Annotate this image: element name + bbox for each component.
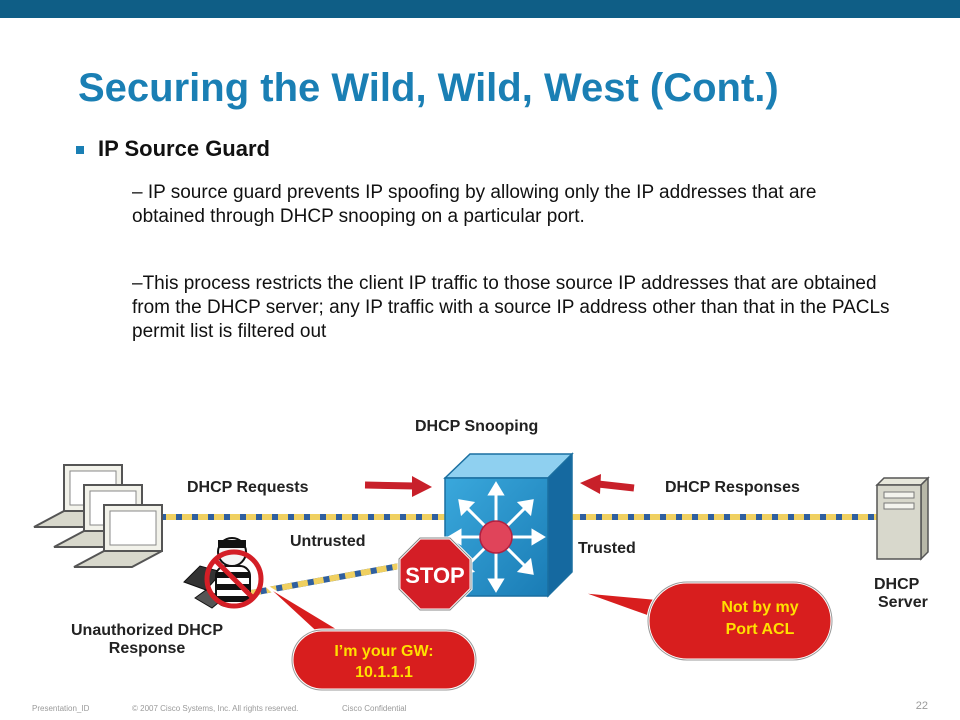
callout-gw-line1: I’m your GW:: [334, 643, 433, 660]
callout-acl-line1: Not by my: [721, 599, 798, 616]
unauthorized-response-label: Unauthorized DHCP Response: [40, 622, 254, 658]
stop-sign-text: STOP: [405, 563, 465, 588]
untrusted-label: Untrusted: [290, 533, 366, 550]
dhcp-responses-label: DHCP Responses: [665, 479, 800, 496]
dhcp-server-label: DHCP Server: [862, 576, 942, 612]
stop-sign-icon: STOP: [397, 536, 473, 612]
callout-acl: Not by my Port ACL: [579, 580, 834, 662]
server-icon: [875, 476, 930, 561]
laptop-icon: [33, 464, 163, 568]
rogue-attacker-icon: [183, 537, 264, 609]
link-rogue-switch: [234, 562, 406, 599]
footer-presentation-id: Presentation_ID: [32, 704, 90, 713]
top-banner: [0, 0, 960, 18]
trusted-label: Trusted: [578, 540, 636, 557]
paragraph-2: –This process restricts the client IP tr…: [132, 273, 890, 342]
dhcp-server-label-line2: Server: [878, 594, 928, 611]
footer-confidential: Cisco Confidential: [342, 704, 407, 713]
callout-acl-line2: Port ACL: [726, 621, 795, 638]
bullet-heading: IP Source Guard: [98, 136, 270, 161]
slide-title: Securing the Wild, Wild, West (Cont.): [78, 66, 779, 110]
callout-gw-line2: 10.1.1.1: [355, 664, 413, 681]
arrow-right-icon: [364, 476, 432, 497]
unauthorized-label-line2: Response: [108, 640, 186, 657]
footer-copyright: © 2007 Cisco Systems, Inc. All rights re…: [132, 704, 299, 713]
dhcp-requests-label: DHCP Requests: [187, 479, 309, 496]
dhcp-snooping-label: DHCP Snooping: [415, 418, 539, 435]
callout-gw: I’m your GW: 10.1.1.1: [264, 584, 478, 692]
arrow-left-icon: [580, 474, 635, 494]
unauthorized-label-line1: Unauthorized DHCP: [71, 622, 223, 639]
bullet-square-icon: [76, 146, 84, 154]
paragraph-1: – IP source guard prevents IP spoofing b…: [132, 182, 817, 227]
page-number: 22: [915, 700, 928, 712]
bullet-ip-source-guard: IP Source Guard: [76, 136, 270, 162]
dhcp-server-label-line1: DHCP: [874, 576, 920, 593]
